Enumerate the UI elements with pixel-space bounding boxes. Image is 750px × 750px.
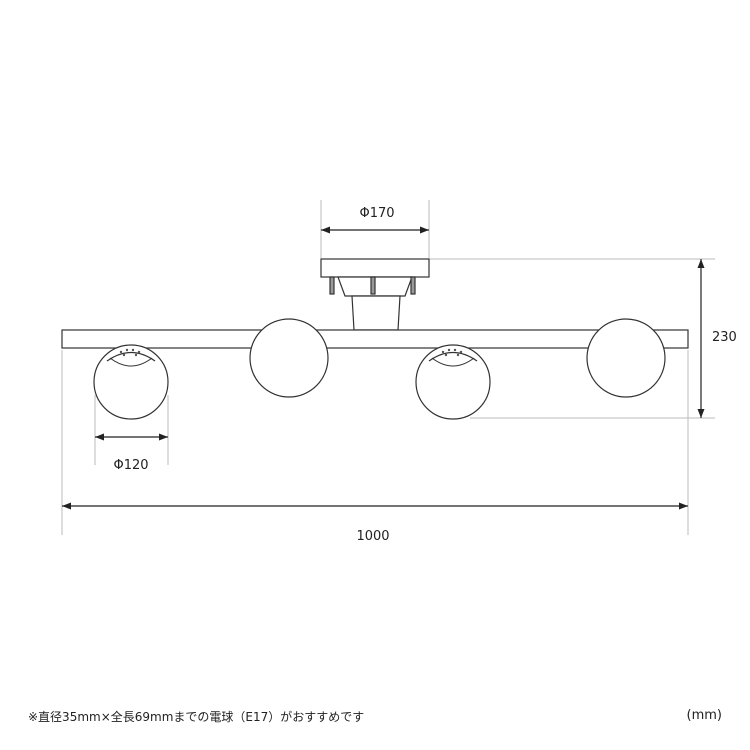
- extension-lines: [61, 200, 715, 535]
- globe-2: [249, 318, 329, 398]
- overall-width-label: 1000: [356, 529, 389, 544]
- canopy-diameter-label: Φ170: [359, 206, 394, 221]
- unit-label: (mm): [686, 708, 722, 723]
- globe-3: [415, 344, 491, 420]
- ceiling-canopy: [320, 258, 430, 331]
- globe-1: [93, 344, 169, 420]
- lamp-arm: [61, 329, 689, 349]
- globe-diameter-label: Φ120: [113, 458, 148, 473]
- bulb-recommendation-note: ※直径35mm×全長69mmまでの電球（E17）がおすすめです: [28, 710, 365, 724]
- globe-4: [586, 318, 666, 398]
- height-label: 230: [712, 330, 737, 345]
- dimension-lines: [62, 226, 705, 510]
